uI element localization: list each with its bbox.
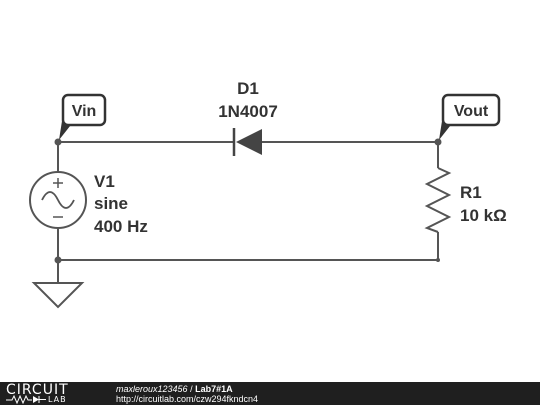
- logo-wordmark: CIRCUIT: [6, 382, 69, 398]
- sine-wave-icon: [41, 191, 75, 209]
- probe-vin[interactable]: Vin: [59, 93, 107, 140]
- footer-project-name[interactable]: Lab7#1A: [195, 384, 233, 394]
- circuit-schematic: D1 1N4007 V1 sine 400 Hz R1 10 kΩ Vin Vo…: [29, 79, 507, 309]
- source-type: sine: [94, 194, 128, 213]
- diode-part-number: 1N4007: [218, 102, 278, 121]
- node-dot-vin: [54, 138, 62, 146]
- footer-url[interactable]: http://circuitlab.com/czw294fkndcn4: [116, 394, 259, 404]
- resistor-designator: R1: [460, 183, 482, 202]
- footer-separator: /: [187, 384, 196, 394]
- footer-username[interactable]: maxleroux123456: [116, 384, 188, 394]
- ground-symbol: [31, 282, 85, 309]
- resistor-value: 10 kΩ: [460, 206, 507, 225]
- node-dot-resistor-bottom: [436, 258, 440, 262]
- node-dot-vout: [434, 138, 442, 146]
- probe-vin-box: [61, 93, 107, 127]
- circuitlab-logo[interactable]: CIRCUIT LAB: [6, 382, 106, 404]
- wires: [57, 141, 439, 283]
- probe-vout-box: [441, 93, 501, 127]
- logo-resistor-icon: [6, 395, 46, 404]
- logo-sub-wordmark: LAB: [48, 395, 67, 404]
- diode-triangle: [236, 129, 262, 155]
- probe-vin-label: Vin: [72, 103, 97, 120]
- probe-vout-label: Vout: [454, 103, 489, 120]
- node-dot-ground: [54, 256, 62, 264]
- sine-source-symbol[interactable]: [29, 171, 87, 229]
- probe-vout[interactable]: Vout: [439, 93, 501, 140]
- diode-designator: D1: [237, 79, 259, 98]
- footer-attribution: maxleroux123456 / Lab7#1A: [116, 384, 233, 394]
- diode-symbol[interactable]: [232, 128, 262, 156]
- source-designator: V1: [94, 172, 115, 191]
- source-frequency: 400 Hz: [94, 217, 148, 236]
- footer-bar: CIRCUIT LAB maxleroux123456 / Lab7#1A ht…: [0, 382, 540, 405]
- resistor-symbol[interactable]: [424, 167, 452, 233]
